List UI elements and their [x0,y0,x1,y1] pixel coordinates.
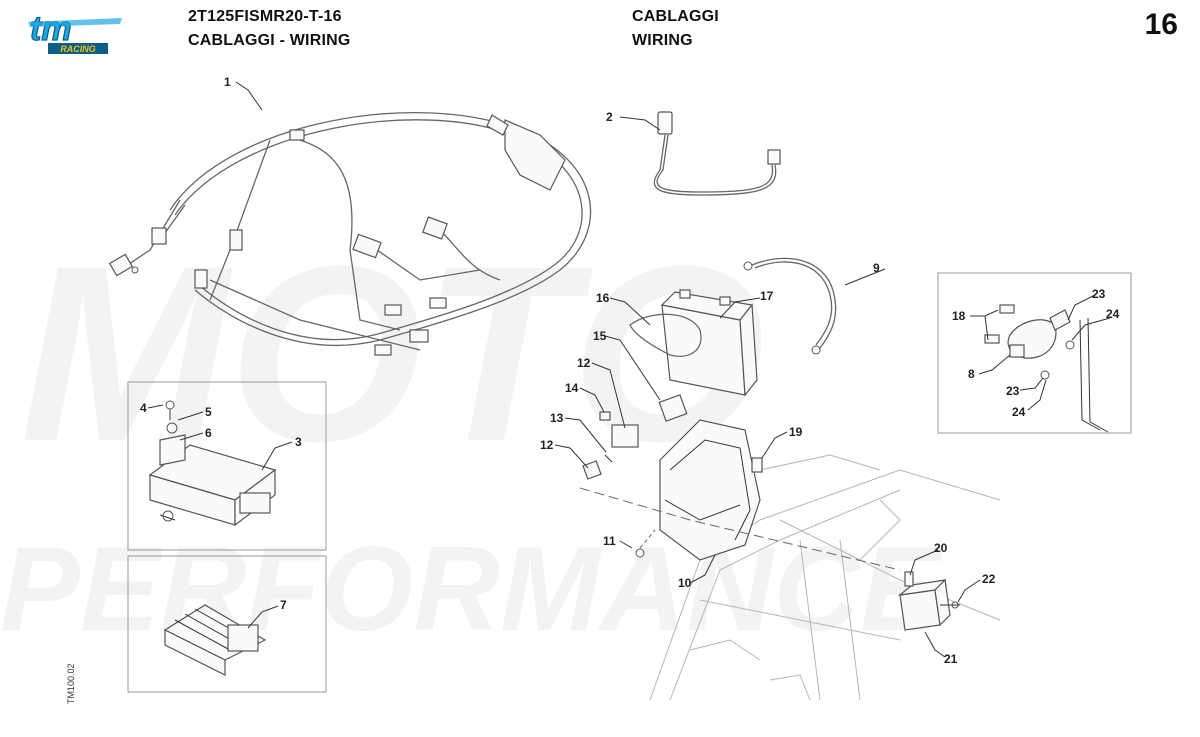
callout-24b: 24 [1012,405,1026,419]
callout-5: 5 [205,405,212,419]
callout-4: 4 [140,401,147,415]
callout-21: 21 [944,652,958,666]
logo-text: tm [30,10,72,48]
callout-6: 6 [205,426,212,440]
cdi-unit [148,400,277,527]
frame-drawing [649,454,1001,701]
section-title-it: CABLAGGI [632,8,719,25]
detail-box-cdi [127,381,327,551]
callout-12b: 12 [540,438,554,452]
callout-17: 17 [760,289,774,303]
relay-holder-parts [582,394,688,480]
callout-12a: 12 [577,356,591,370]
part-code: 2T125FISMR20-T-16 [188,8,342,25]
callout-24a: 24 [1106,307,1120,321]
callout-9: 9 [873,261,880,275]
battery-bracket [659,419,763,561]
page-number: 16 [1144,8,1178,41]
detail-box-regulator [127,555,327,693]
callout-10: 10 [678,576,692,590]
page-title: CABLAGGI - WIRING [188,32,351,49]
watermark: MOTO PERFORMANCE [0,214,944,656]
callout-22: 22 [982,572,996,586]
voltage-regulator [163,604,267,676]
section-title-en: WIRING [632,32,693,49]
watermark-line2: PERFORMANCE [0,522,944,656]
starter-relay [897,571,960,631]
callout-16: 16 [596,291,610,305]
callout-labels: 1 2 3 4 5 6 7 8 9 10 11 12 12 13 14 15 1… [140,75,1120,666]
sensor-cable [653,111,781,196]
tm-racing-logo: tm RACING [28,10,122,54]
leader-lines [147,81,1111,658]
callout-8: 8 [968,367,975,381]
watermark-line1: MOTO [20,214,765,493]
callout-23a: 23 [1092,287,1106,301]
callout-19: 19 [789,425,803,439]
callout-14: 14 [565,381,579,395]
battery-cable [743,257,837,355]
callout-7: 7 [280,598,287,612]
battery [629,289,758,397]
callout-15: 15 [593,329,607,343]
detail-box-coil [937,272,1132,434]
callout-11: 11 [603,534,616,548]
main-wiring-harness [108,111,592,356]
callout-18: 18 [952,309,966,323]
callout-20: 20 [934,541,948,555]
callout-13: 13 [550,411,564,425]
callout-3: 3 [295,435,302,449]
ignition-coil [984,304,1109,433]
callout-2: 2 [606,110,613,124]
callout-23b: 23 [1006,384,1020,398]
callout-1: 1 [224,75,231,89]
logo-sub: RACING [60,44,96,54]
